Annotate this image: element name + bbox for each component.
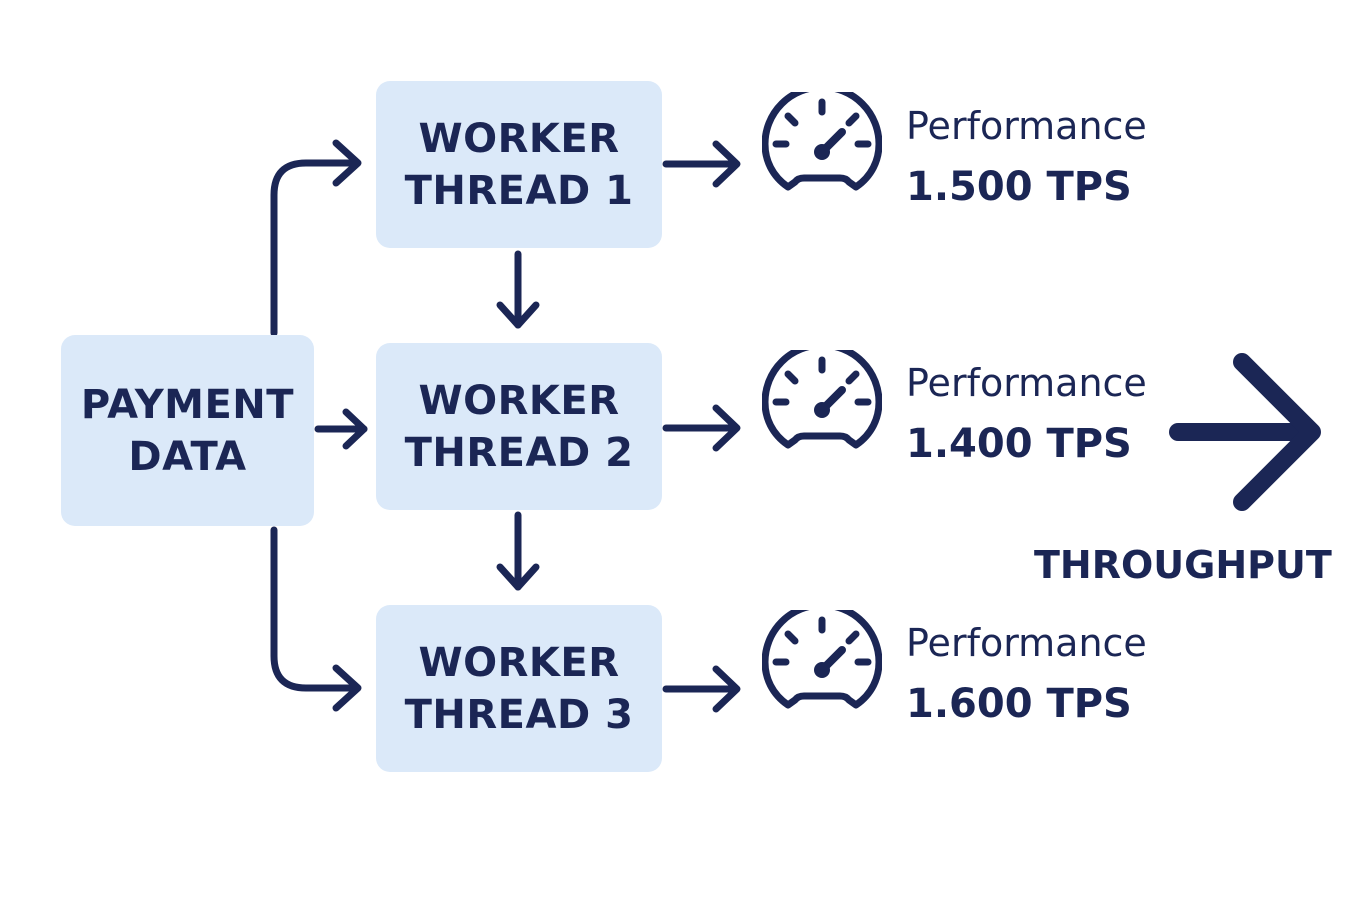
- arrowhead-worker-2-to-gauge-2: [712, 404, 741, 452]
- connector-payment-to-worker-3: [270, 526, 360, 692]
- worker-thread-1-line-1: WORKER: [418, 115, 620, 162]
- performance-label: Performance: [906, 361, 1147, 405]
- worker-thread-2-line-2: THREAD 2: [404, 429, 634, 476]
- performance-readout-2: Performance 1.400 TPS: [906, 361, 1206, 469]
- worker-thread-3-box: WORKER THREAD 3: [376, 605, 662, 772]
- arrowhead-worker-1-to-worker-2: [496, 301, 540, 329]
- performance-readout-1: Performance 1.500 TPS: [906, 104, 1206, 212]
- performance-readout-3: Performance 1.600 TPS: [906, 621, 1206, 729]
- arrowhead-worker-1-to-gauge-1: [712, 140, 741, 188]
- performance-value: 1.600 TPS: [906, 681, 1132, 727]
- arrowhead-payment-to-worker-1: [332, 139, 362, 187]
- throughput-label: THROUGHPUT: [1034, 543, 1332, 587]
- payment-data-line-2: DATA: [128, 433, 247, 480]
- performance-label: Performance: [906, 104, 1147, 148]
- arrowhead-worker-3-to-gauge-3: [712, 665, 741, 713]
- worker-thread-3-line-1: WORKER: [418, 639, 620, 686]
- connector-payment-to-worker-1: [270, 159, 360, 337]
- speedometer-icon: [762, 610, 882, 709]
- worker-thread-2-box: WORKER THREAD 2: [376, 343, 662, 510]
- speedometer-icon: [762, 92, 882, 191]
- performance-value: 1.500 TPS: [906, 164, 1132, 210]
- worker-thread-1-box: WORKER THREAD 1: [376, 81, 662, 248]
- payment-data-box: PAYMENT DATA: [61, 335, 314, 526]
- arrowhead-payment-to-worker-2: [342, 408, 368, 450]
- worker-thread-2-line-1: WORKER: [418, 377, 620, 424]
- performance-value: 1.400 TPS: [906, 421, 1132, 467]
- payment-data-line-1: PAYMENT: [80, 381, 295, 428]
- arrowhead-worker-2-to-worker-3: [496, 563, 540, 591]
- arrowhead-payment-to-worker-3: [332, 664, 362, 712]
- performance-label: Performance: [906, 621, 1147, 665]
- worker-thread-3-line-2: THREAD 3: [404, 691, 634, 738]
- speedometer-icon: [762, 350, 882, 449]
- worker-thread-1-line-2: THREAD 1: [404, 167, 634, 214]
- arrow-right-icon: [1169, 353, 1321, 511]
